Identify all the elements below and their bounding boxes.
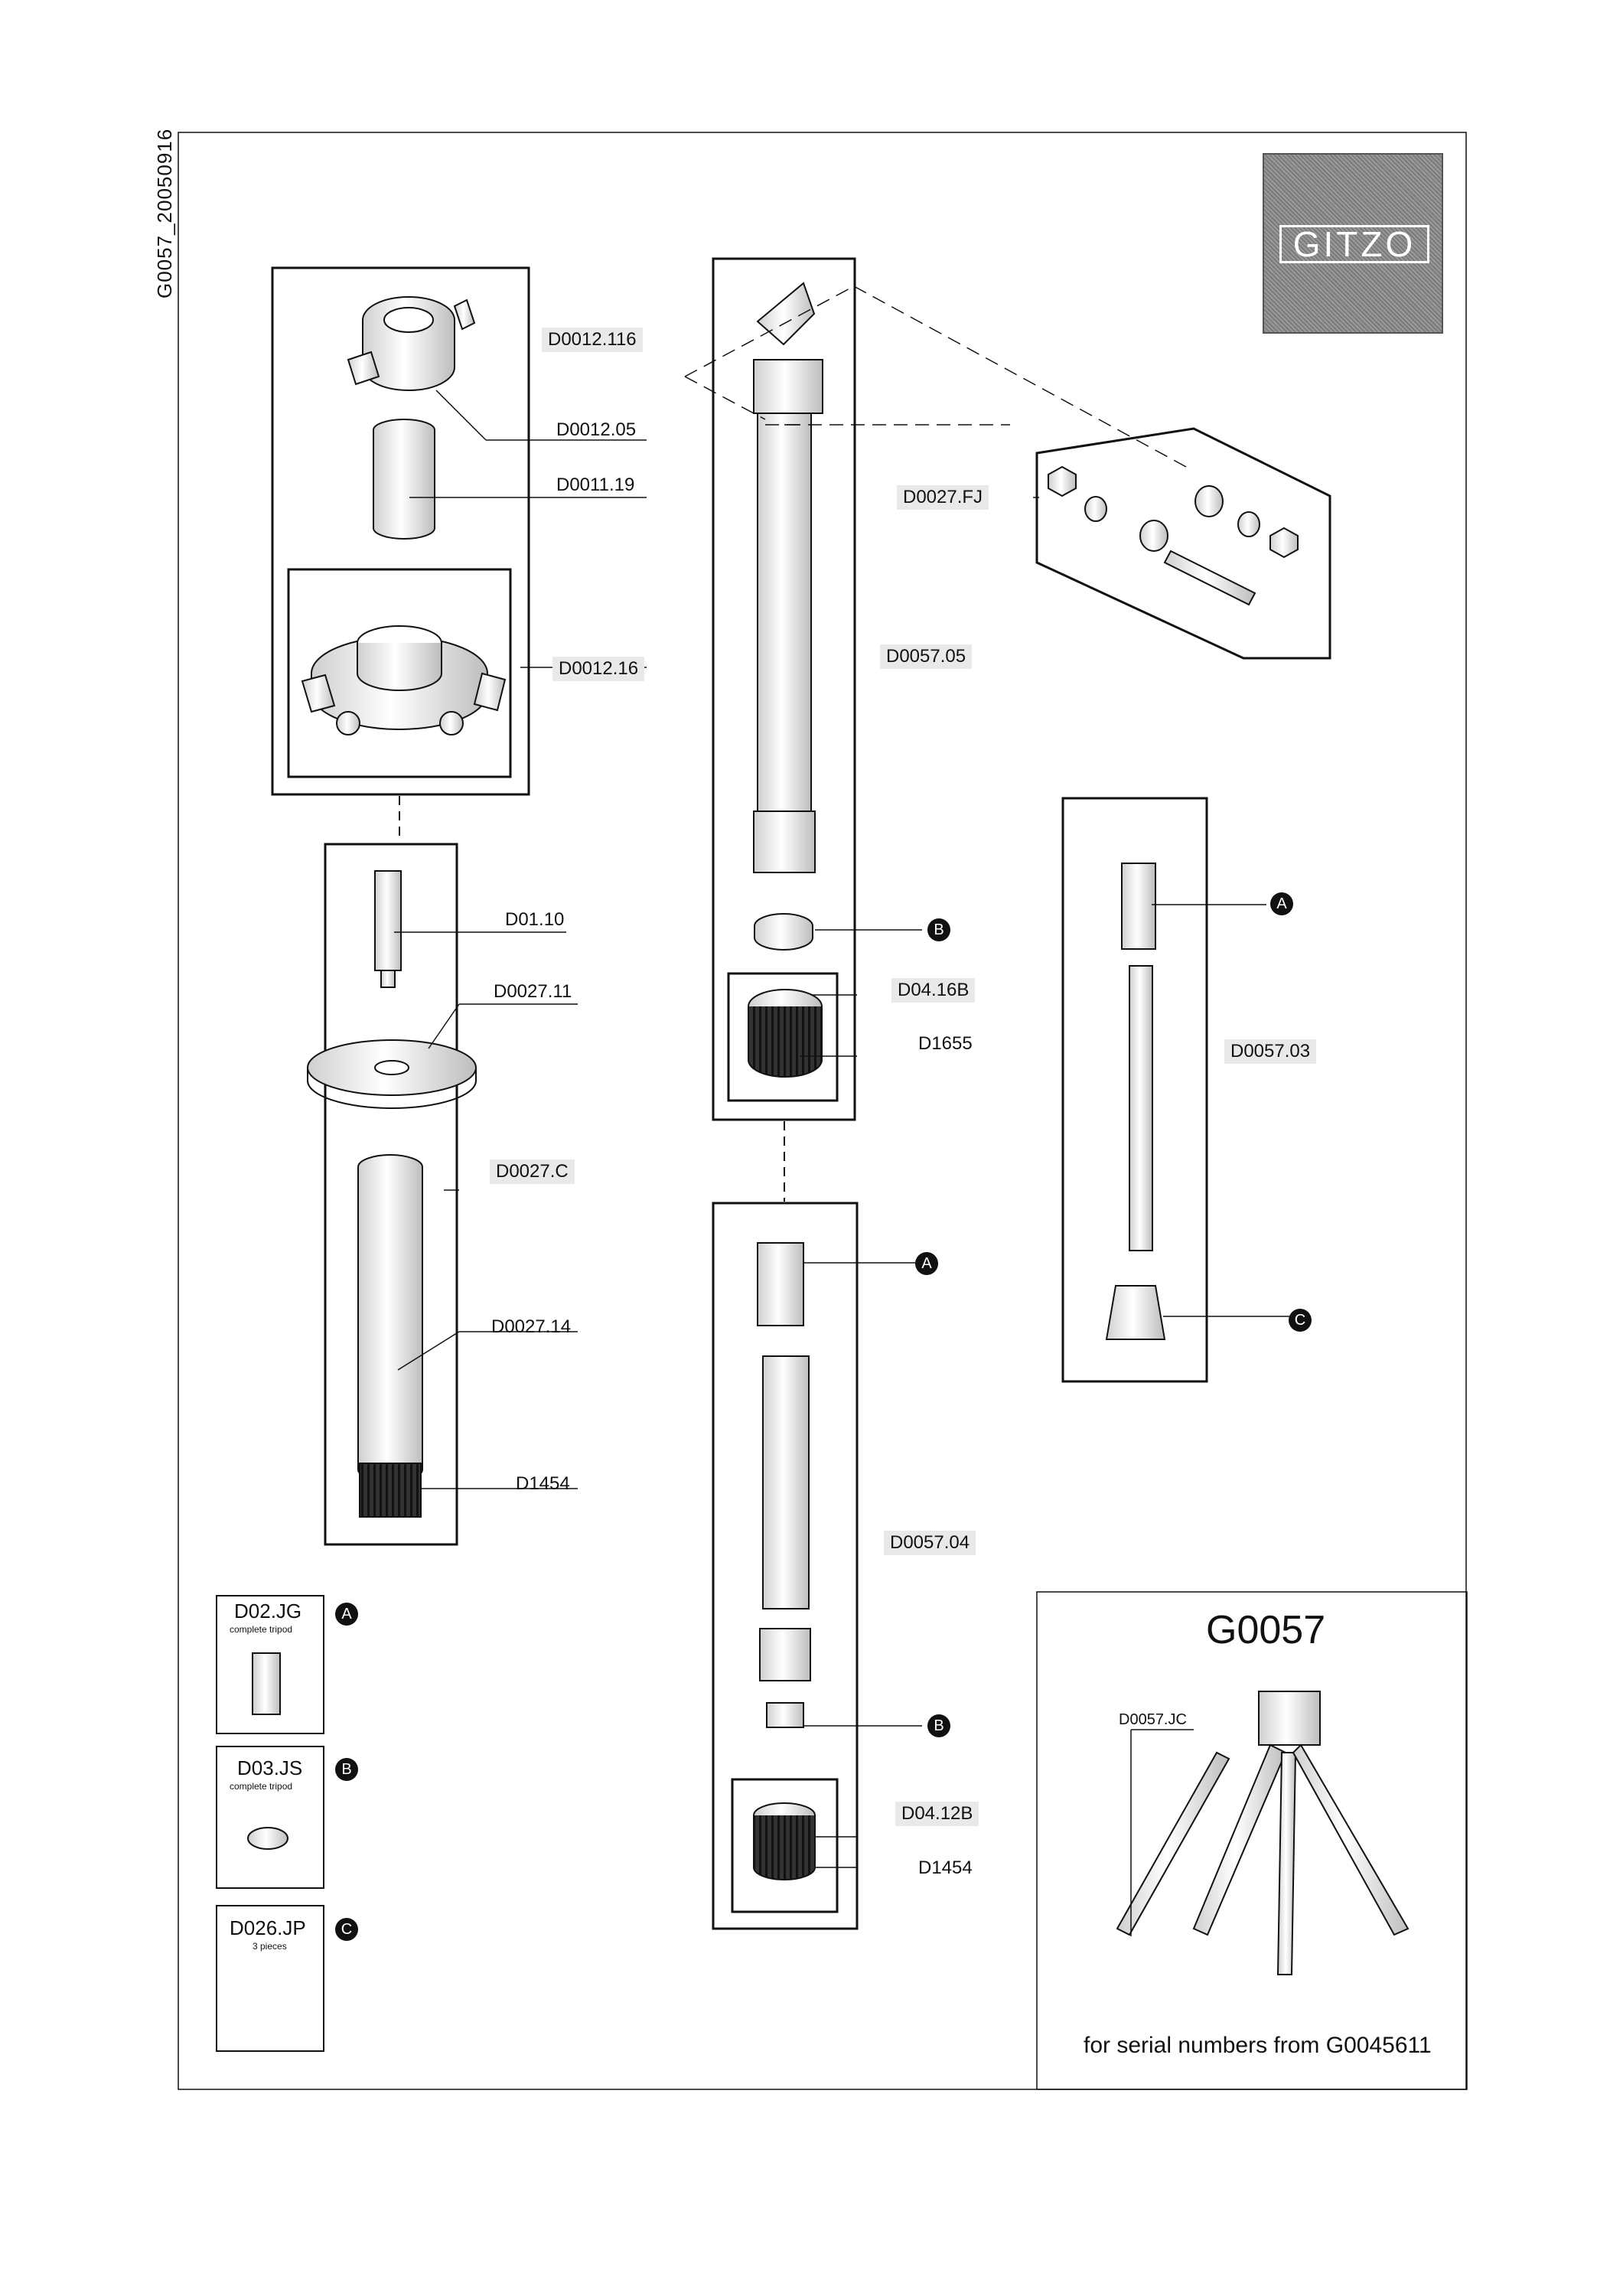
- kit-note: complete tripod: [230, 1624, 293, 1635]
- callout-b: B: [927, 1714, 950, 1737]
- kit-box-b: [216, 1746, 324, 1889]
- kit-code: D02.JG: [234, 1600, 302, 1623]
- part-label: D1454: [516, 1473, 570, 1494]
- head-base-box: [287, 568, 512, 778]
- upper-leg-tube: [753, 282, 823, 873]
- part-label: D01.10: [505, 909, 565, 930]
- part-label: D0057.04: [884, 1531, 976, 1555]
- part-label: D0011.19: [556, 475, 635, 495]
- kit-callout: A: [335, 1603, 358, 1626]
- collar-part: [347, 296, 476, 391]
- part-label: D0027.14: [491, 1316, 572, 1337]
- part-label: D0012.05: [556, 419, 637, 440]
- sleeve-a-part: [757, 1242, 804, 1326]
- lower-leg-tube: [759, 1355, 811, 1681]
- kit-note: 3 pieces: [253, 1941, 287, 1952]
- kit-code: D026.JP: [230, 1916, 306, 1939]
- kit-callout: B: [335, 1758, 358, 1781]
- center-column-box: [324, 843, 458, 1546]
- part-label: D0027.11: [494, 981, 572, 1002]
- part-label: D04.12B: [895, 1802, 979, 1826]
- kit-box-c: [216, 1905, 324, 2052]
- plate-part: [307, 1039, 477, 1109]
- part-label: D0012.116: [542, 328, 643, 352]
- part-label: D0057.JC: [1119, 1711, 1187, 1728]
- part-label: D1454: [918, 1857, 973, 1878]
- part-label: D0057.03: [1224, 1039, 1317, 1064]
- brand-logo-text: GITZO: [1279, 225, 1429, 263]
- sleeve-a-part-3: [1105, 863, 1166, 1340]
- kit-ring-b: [247, 1827, 288, 1850]
- kit-sleeve-a: [252, 1652, 281, 1715]
- kit-code: D03.JS: [237, 1756, 303, 1779]
- lock-knurl-1: [748, 989, 823, 1078]
- ring-b-part: [754, 913, 813, 951]
- document-code: G0057_20050916: [153, 128, 176, 298]
- page-frame: [178, 132, 1467, 2090]
- part-label: D0027.FJ: [897, 485, 989, 510]
- tripod-illustration: [1116, 1691, 1410, 1975]
- part-label: D04.16B: [891, 978, 976, 1003]
- lock-box-1: [727, 972, 839, 1102]
- lower-leg-box: [712, 1202, 859, 1930]
- serial-note: for serial numbers from G0045611: [1084, 2033, 1432, 2058]
- model-inset-box: [1036, 1591, 1468, 2090]
- part-label: D0027.C: [490, 1159, 575, 1184]
- callout-a: A: [915, 1252, 938, 1275]
- callout-c: C: [1289, 1309, 1312, 1332]
- part-label: D1655: [918, 1033, 973, 1054]
- sleeve-part: [373, 419, 435, 540]
- column-tube-part: [357, 1154, 423, 1518]
- base-ring-part: [301, 625, 507, 735]
- hardware-parts: [1048, 465, 1299, 606]
- model-title: G0057: [1206, 1608, 1326, 1652]
- brand-logo: GITZO: [1263, 153, 1443, 334]
- ring-b-part-2: [766, 1702, 804, 1728]
- callout-a: A: [1270, 892, 1293, 915]
- kit-box-a: [216, 1595, 324, 1734]
- part-label: D0012.16: [552, 657, 645, 681]
- leg-section-box: [1061, 797, 1208, 1383]
- kit-note: complete tripod: [230, 1781, 293, 1792]
- head-assembly-box: [271, 266, 530, 796]
- part-label: D0057.05: [880, 644, 973, 669]
- callout-b: B: [927, 918, 950, 941]
- pin-part: [374, 870, 402, 988]
- lock-knurl-2: [753, 1802, 816, 1880]
- upper-leg-box: [712, 257, 856, 1121]
- lock-box-2: [731, 1778, 839, 1913]
- hardware-box: [1035, 427, 1331, 660]
- kit-callout: C: [335, 1918, 358, 1941]
